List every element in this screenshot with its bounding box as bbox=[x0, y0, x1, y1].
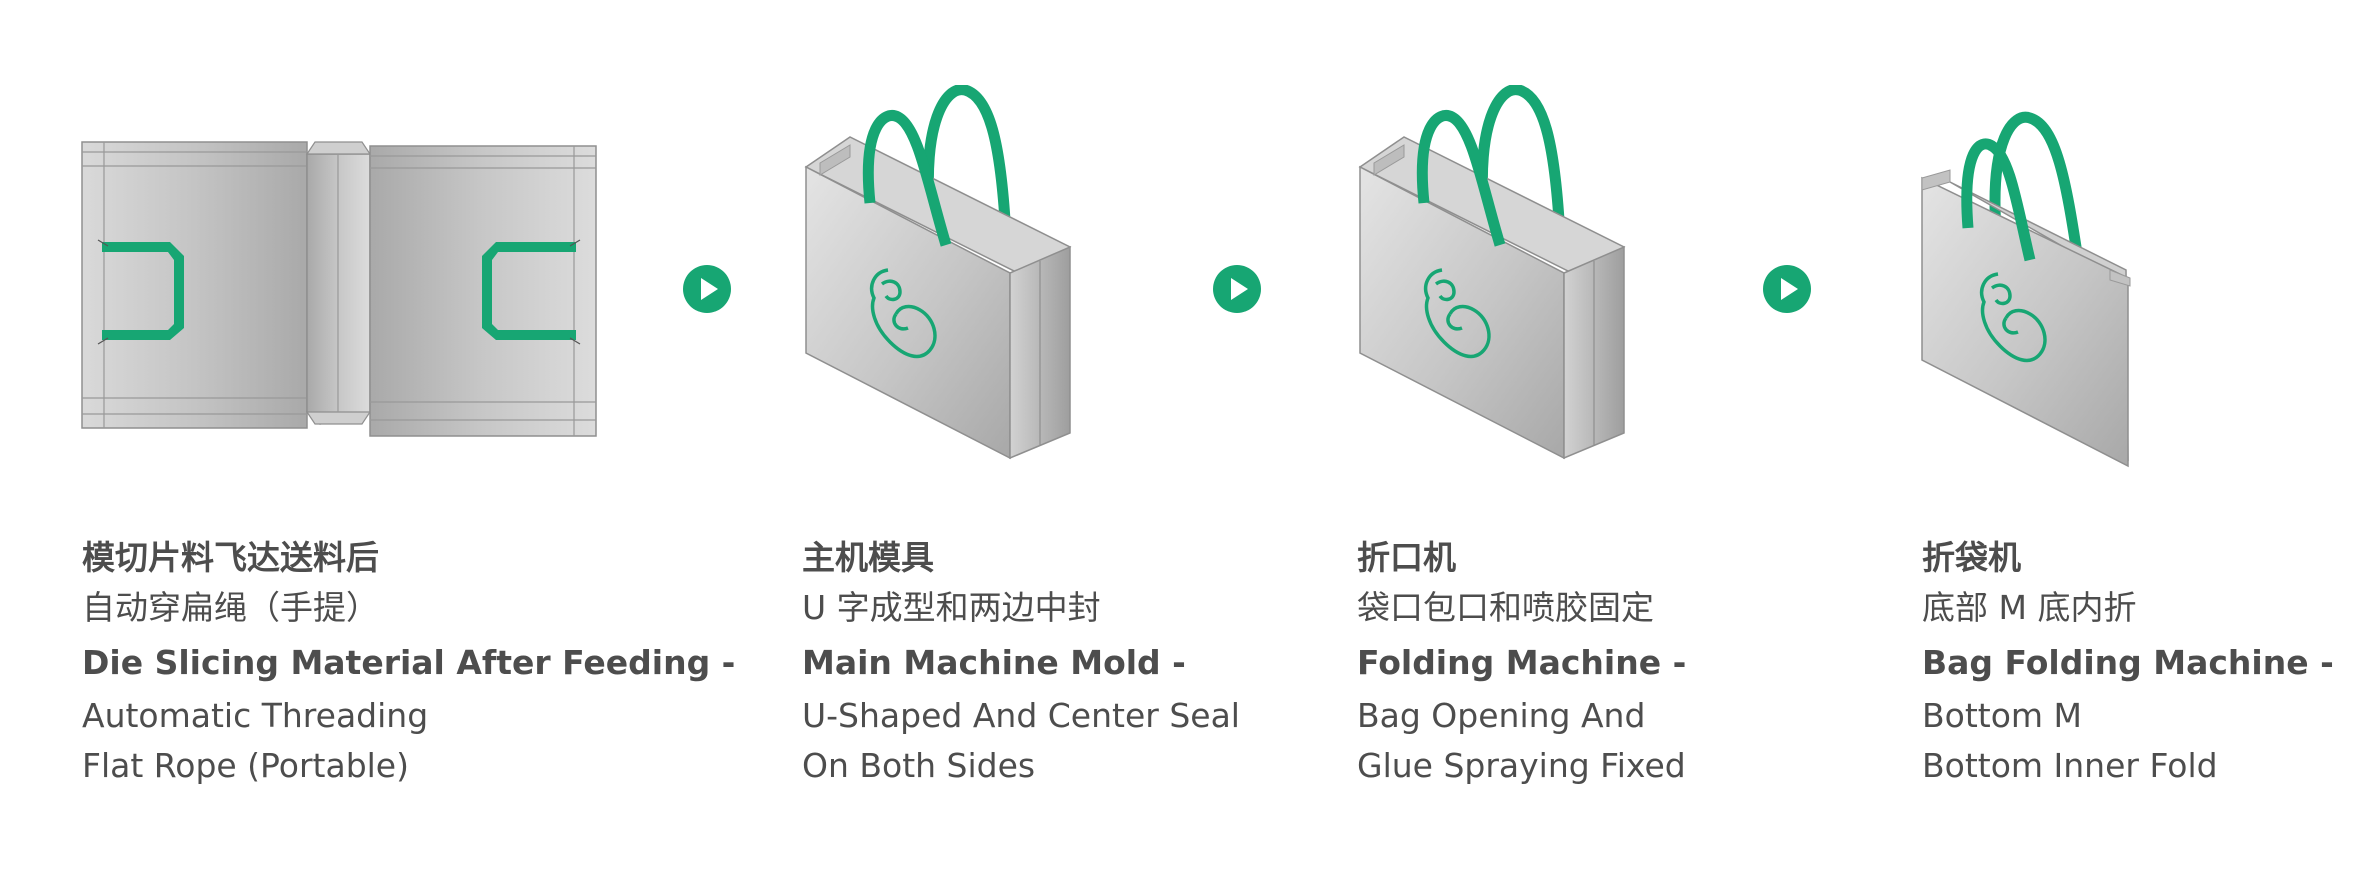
step-subtitle-cn: 底部 M 底内折 bbox=[1922, 588, 2137, 627]
step-desc-en-2: Bottom Inner Fold bbox=[1922, 746, 2218, 785]
step-title-en: Folding Machine - bbox=[1357, 643, 1687, 682]
play-arrow-icon bbox=[1763, 265, 1811, 313]
step-title-cn: 主机模具 bbox=[802, 538, 934, 577]
flat-bag-blank-icon bbox=[81, 141, 597, 437]
step-title-en: Bag Folding Machine - bbox=[1922, 643, 2334, 682]
step-desc-en-1: U-Shaped And Center Seal bbox=[802, 696, 1240, 735]
step-title-en: Die Slicing Material After Feeding - bbox=[82, 643, 736, 682]
step-subtitle-cn: 袋口包口和喷胶固定 bbox=[1357, 588, 1654, 627]
step-caption-1: 模切片料飞达送料后 自动穿扁绳（手提） Die Slicing Material… bbox=[82, 533, 736, 791]
step-subtitle-cn: 自动穿扁绳（手提） bbox=[82, 588, 379, 627]
play-arrow-icon bbox=[683, 265, 731, 313]
bag-with-handles-icon bbox=[1358, 85, 1626, 460]
step-title-cn: 折口机 bbox=[1357, 538, 1456, 577]
step-title-cn: 模切片料飞达送料后 bbox=[82, 538, 379, 577]
bag-with-handles-icon bbox=[1921, 111, 2131, 468]
step-desc-en-1: Automatic Threading bbox=[82, 696, 429, 735]
step-subtitle-cn: U 字成型和两边中封 bbox=[802, 588, 1101, 627]
step-caption-3: 折口机 袋口包口和喷胶固定 Folding Machine - Bag Open… bbox=[1357, 533, 1857, 791]
step-desc-en-1: Bottom M bbox=[1922, 696, 2083, 735]
step-title-en: Main Machine Mold - bbox=[802, 643, 1186, 682]
step-desc-en-2: Glue Spraying Fixed bbox=[1357, 746, 1686, 785]
step-desc-en-1: Bag Opening And bbox=[1357, 696, 1646, 735]
step-caption-4: 折袋机 底部 M 底内折 Bag Folding Machine - Botto… bbox=[1922, 533, 2352, 791]
bag-with-handles-icon bbox=[804, 85, 1072, 460]
step-desc-en-2: Flat Rope (Portable) bbox=[82, 746, 409, 785]
play-arrow-icon bbox=[1213, 265, 1261, 313]
step-desc-en-2: On Both Sides bbox=[802, 746, 1036, 785]
step-caption-2: 主机模具 U 字成型和两边中封 Main Machine Mold - U-Sh… bbox=[802, 533, 1302, 791]
step-title-cn: 折袋机 bbox=[1922, 538, 2021, 577]
